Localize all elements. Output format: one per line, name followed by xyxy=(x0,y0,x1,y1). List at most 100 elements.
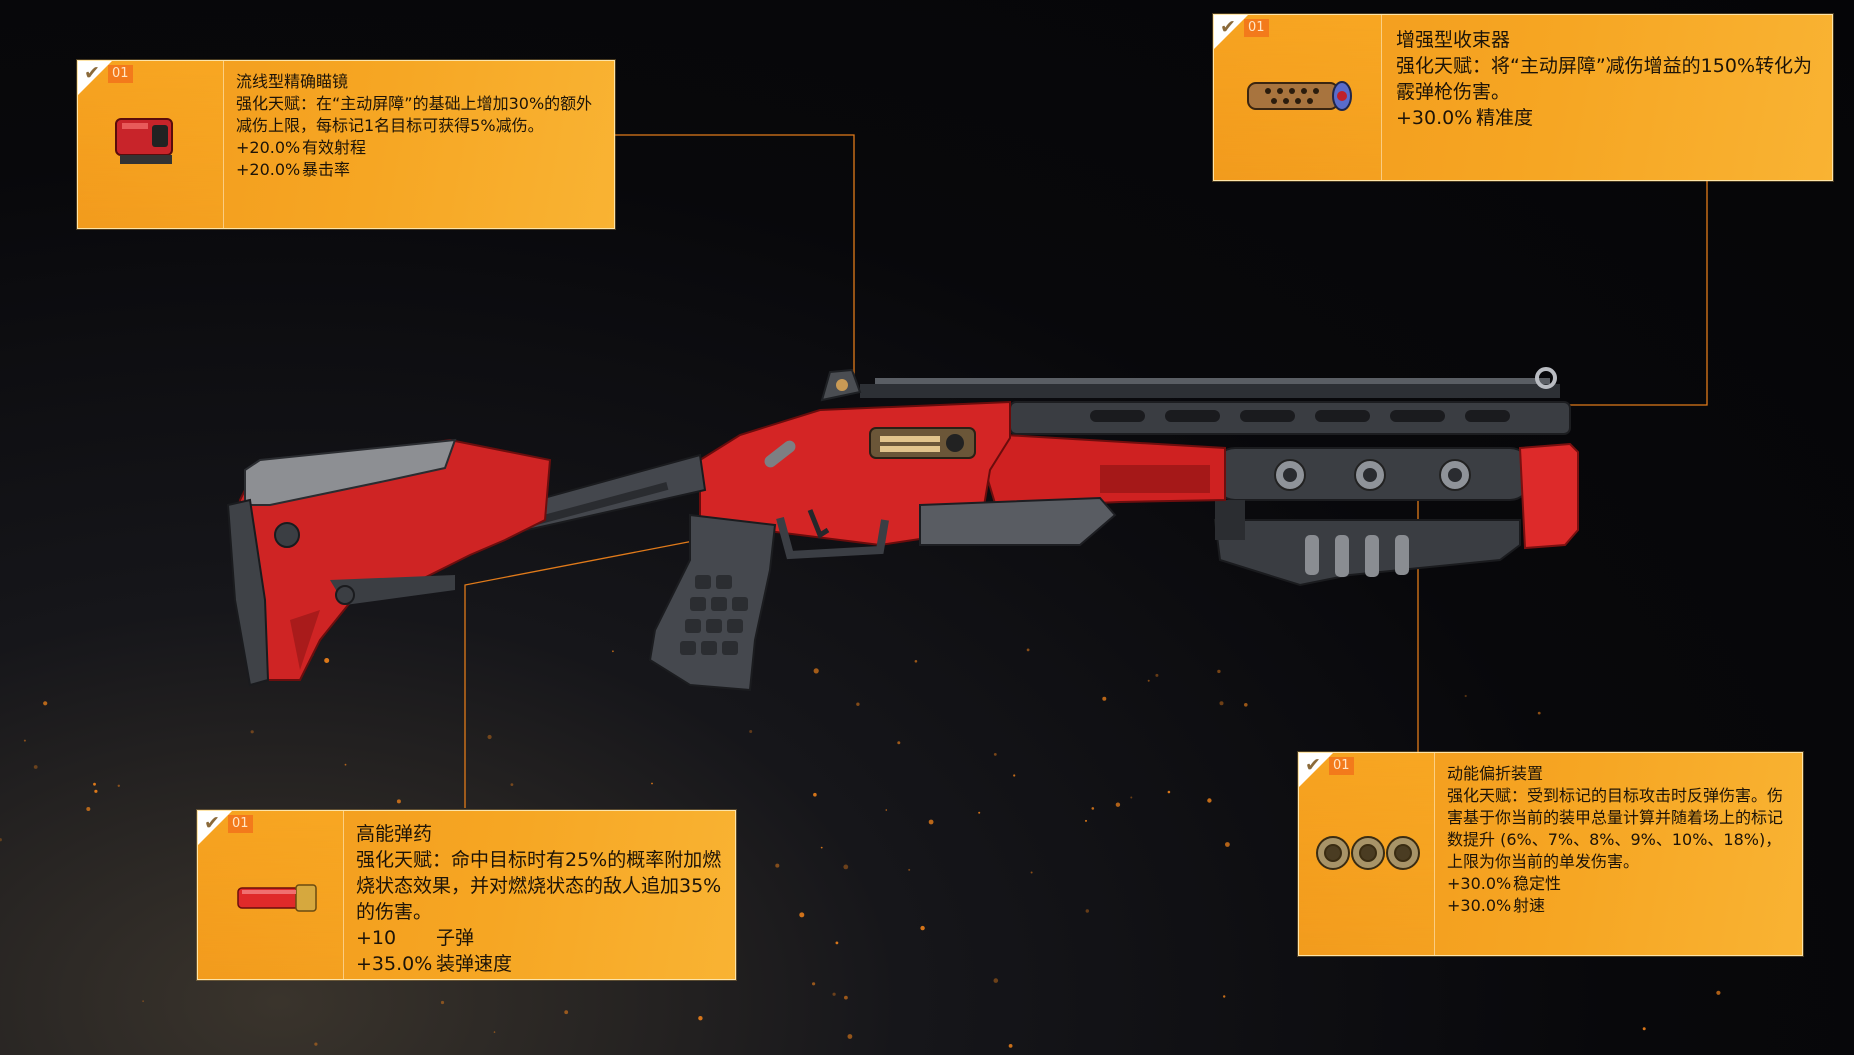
stat-row: +10 子弹 xyxy=(356,925,725,951)
ember xyxy=(812,982,816,986)
ember xyxy=(856,702,860,706)
check-icon: ✔ xyxy=(1305,754,1321,776)
ember xyxy=(1537,711,1541,715)
ember xyxy=(885,809,888,811)
check-icon: ✔ xyxy=(84,62,100,84)
mod-card-magazine[interactable]: ✔ 01 高能弹药 强化天赋：命中目标时有25%的概率附加燃烧状态效果，并对燃烧… xyxy=(197,810,736,980)
ember xyxy=(820,846,823,849)
ember xyxy=(835,941,839,945)
stock-lower-arm xyxy=(330,575,455,605)
mod-name: 高能弹药 xyxy=(356,823,433,845)
ember xyxy=(1225,842,1230,847)
stat-row: +35.0%装弹速度 xyxy=(356,951,725,977)
ember xyxy=(86,807,91,811)
ember xyxy=(564,1010,569,1015)
ember xyxy=(1102,696,1107,701)
ember xyxy=(612,650,614,653)
card-corner xyxy=(1299,753,1333,787)
card-corner xyxy=(198,811,232,845)
mod-card-muzzle[interactable]: ✔ 01 增强型收束器 强化天赋：将“主动屏障”减伤增益的150%转化为霰弹枪伤… xyxy=(1213,14,1833,181)
stat-row: +30.0%稳定性 xyxy=(1447,873,1792,895)
ember xyxy=(1155,673,1159,677)
grip-texture xyxy=(680,575,748,655)
ember xyxy=(1026,648,1030,652)
stat-label: 有效射程 xyxy=(302,138,367,157)
ember xyxy=(142,1000,145,1003)
ember xyxy=(914,660,918,663)
ember xyxy=(993,753,997,756)
ember xyxy=(908,868,911,871)
ember xyxy=(844,995,848,1000)
stat-row: +20.0%有效射程 xyxy=(236,137,604,159)
ember xyxy=(813,792,817,797)
ember xyxy=(1464,694,1467,698)
trigger xyxy=(807,509,830,539)
ember xyxy=(843,864,849,870)
ember xyxy=(1085,819,1087,822)
ember xyxy=(1091,807,1095,810)
ember xyxy=(920,925,925,931)
level-badge: 01 xyxy=(108,65,133,83)
handguard-grid xyxy=(1100,465,1210,493)
ember xyxy=(93,782,96,786)
ember xyxy=(0,838,2,842)
ember xyxy=(94,789,98,793)
muzzle-cap xyxy=(1518,442,1579,550)
mod-name: 增强型收束器 xyxy=(1396,29,1511,51)
ember xyxy=(1716,990,1721,995)
ember xyxy=(487,734,492,740)
stat-value: +30.0% xyxy=(1447,874,1512,893)
ember xyxy=(250,730,254,734)
ember xyxy=(978,811,981,814)
stat-label: 射速 xyxy=(1513,896,1546,915)
stat-row: +30.0%射速 xyxy=(1447,895,1792,917)
leader-line-optic xyxy=(614,134,855,380)
ember xyxy=(1008,1044,1013,1048)
ember xyxy=(1642,1027,1646,1031)
ember xyxy=(1115,802,1121,807)
rail-teeth xyxy=(875,378,1550,384)
foregrip-ridges xyxy=(1305,535,1409,577)
mod-name: 动能偏折装置 xyxy=(1447,764,1544,783)
optic-scope-icon xyxy=(115,118,173,164)
stat-row: +20.0%暴击率 xyxy=(236,159,604,181)
level-badge: 01 xyxy=(1329,757,1354,775)
ember xyxy=(1085,909,1090,913)
ember xyxy=(396,799,401,804)
ember xyxy=(23,739,26,742)
stat-value: +10 xyxy=(356,927,397,949)
ember xyxy=(1013,774,1016,777)
stat-value: +35.0% xyxy=(356,953,433,975)
tube-ports xyxy=(1274,459,1471,491)
ejection-slot xyxy=(764,440,796,468)
ember xyxy=(651,782,653,785)
muzzle-compensator-icon xyxy=(1247,81,1352,111)
stat-row: +30.0%精准度 xyxy=(1396,105,1822,131)
mod-card-underbarrel[interactable]: ✔ 01 动能偏折装置 强化天赋：受到标记的目标攻击时反弹伤害。伤害基于你当前的… xyxy=(1298,752,1803,956)
ember xyxy=(440,1000,445,1005)
card-corner xyxy=(78,61,112,95)
ember xyxy=(344,763,347,766)
ember xyxy=(928,819,934,825)
ember xyxy=(993,978,999,983)
ember xyxy=(117,784,121,787)
ember xyxy=(847,1034,853,1039)
shotgun-shell-icon xyxy=(237,884,317,912)
stat-label: 暴击率 xyxy=(302,160,351,179)
mod-name: 流线型精确瞄镜 xyxy=(236,72,349,91)
ember xyxy=(1147,679,1150,682)
leader-line-muzzle xyxy=(1540,180,1708,406)
stat-label: 装弹速度 xyxy=(436,953,513,975)
mod-card-optic[interactable]: ✔ 01 流线型精确瞄镜 强化天赋：在“主动屏障”的基础上增加30%的额外减伤上… xyxy=(77,60,615,229)
ember xyxy=(510,783,514,786)
kinetic-deflector-icon xyxy=(1316,836,1420,870)
stat-value: +20.0% xyxy=(236,138,301,157)
stat-value: +30.0% xyxy=(1396,107,1473,129)
ember xyxy=(1219,701,1224,706)
stat-label: 子弹 xyxy=(436,927,475,949)
ember xyxy=(1167,790,1171,794)
level-badge: 01 xyxy=(1244,19,1269,37)
ember xyxy=(43,701,48,706)
ember xyxy=(493,1031,496,1033)
